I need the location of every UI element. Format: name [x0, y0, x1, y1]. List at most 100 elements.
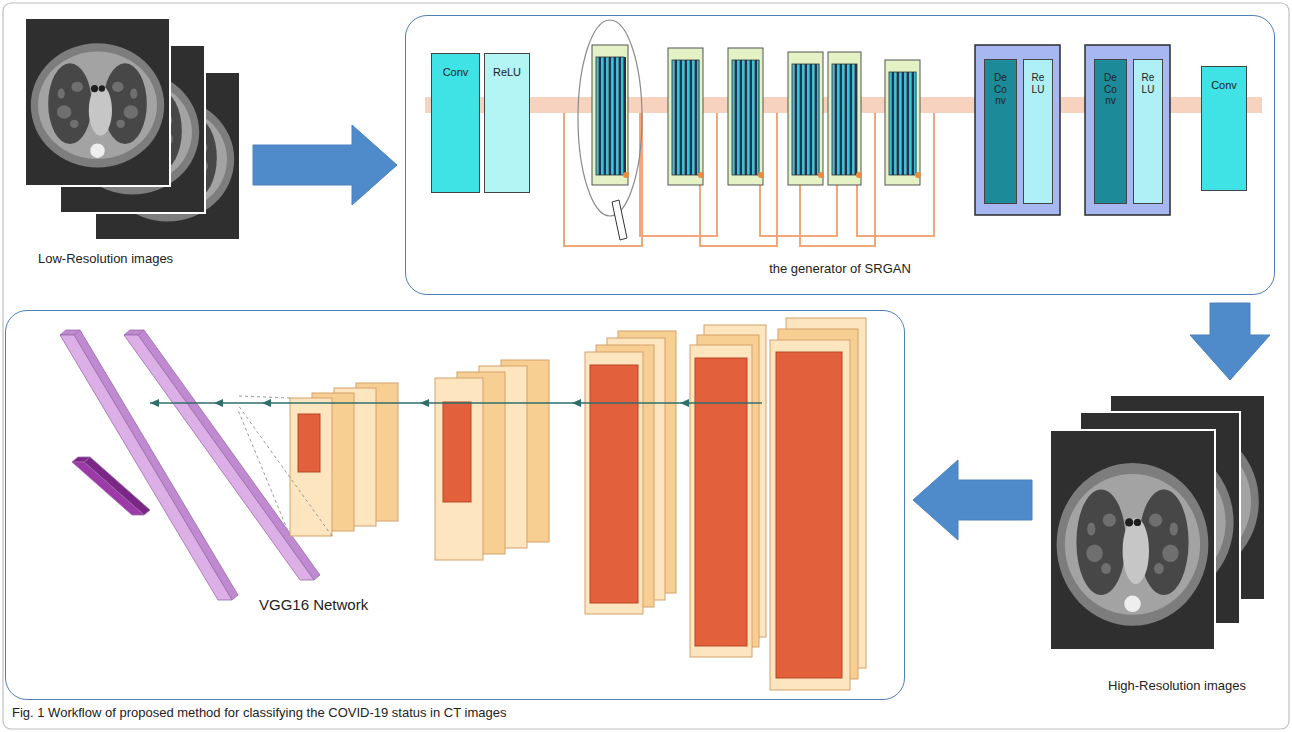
residual-stripe: [690, 60, 693, 175]
residual-stripe: [752, 60, 755, 175]
image-stack: Low-Resolution images: [20, 15, 245, 270]
figure-frame: [3, 3, 1289, 729]
residual-stripe: [837, 64, 840, 175]
ct-opacity: [1154, 563, 1164, 574]
residual-stripe: [737, 60, 740, 175]
residual-stripe: [747, 60, 750, 175]
projection-line: [238, 405, 332, 536]
residual-stripe: [840, 64, 843, 175]
residual-stripe: [912, 72, 915, 175]
residual-inner: [889, 72, 916, 175]
ct-opacity: [1087, 522, 1095, 535]
flow-arrowhead: [150, 399, 159, 407]
residual-stripe: [619, 57, 622, 175]
residual-stripe: [815, 64, 818, 175]
feature-map: [590, 365, 638, 603]
residual-block: [885, 60, 920, 185]
residual-block: [788, 52, 823, 185]
residual-stripe: [687, 60, 690, 175]
flow-arrowhead: [214, 399, 223, 407]
node-title: VGG16 Network: [259, 596, 368, 613]
residual-stripe: [740, 60, 743, 175]
residual-stripe: [677, 60, 680, 175]
residual-stripe: [695, 60, 698, 175]
residual-stripe: [835, 64, 838, 175]
ct-opacity: [1149, 514, 1162, 527]
conv-layer-box: Conv: [431, 53, 480, 193]
residual-dot: [758, 172, 764, 178]
residual-stripe: [800, 64, 803, 175]
ct-body: [31, 43, 164, 167]
residual-stripe: [807, 64, 810, 175]
flow-arrowhead: [680, 399, 689, 407]
dense-layer-side: [84, 457, 150, 515]
residual-stripe: [601, 57, 604, 175]
deconv-layer-box: De Co nv: [1094, 59, 1127, 204]
ct-opacity: [1101, 563, 1111, 574]
ct-trachea: [1134, 519, 1141, 526]
ct-trachea: [99, 85, 105, 91]
layer-label: De Co nv: [993, 60, 1009, 107]
residual-stripe: [902, 72, 905, 175]
ct-tissue: [1065, 474, 1200, 615]
network-panel: VGG16 Network: [5, 310, 905, 700]
conv-layer: [435, 378, 483, 560]
residual-inner: [732, 60, 759, 175]
conv-layer: [585, 352, 643, 614]
residual-inner: [672, 60, 699, 175]
residual-stripe: [812, 64, 815, 175]
relu-layer-box: Re LU: [1133, 59, 1163, 204]
relu-layer-box: ReLU: [484, 53, 530, 193]
residual-inner: [832, 64, 857, 175]
ct-lung: [48, 63, 92, 144]
residual-dot: [623, 172, 629, 178]
ct-trachea: [91, 85, 98, 92]
ct-slice: [25, 18, 170, 186]
node-title: the generator of SRGAN: [406, 262, 1274, 277]
ct-heart: [1123, 518, 1149, 584]
residual-stripe: [847, 64, 850, 175]
feature-map: [776, 352, 842, 678]
residual-dot: [856, 172, 862, 178]
deconv-layer-box: De Co nv: [984, 59, 1017, 204]
conv-layer-box: Conv: [1201, 66, 1247, 191]
residual-stripe: [675, 60, 678, 175]
feature-map: [443, 402, 471, 502]
block-arrow: [253, 125, 397, 205]
residual-stripe: [907, 72, 910, 175]
image-stack: High-Resolution images: [1040, 388, 1275, 708]
residual-dot: [915, 172, 921, 178]
layer-label: ReLU: [485, 54, 529, 79]
flow-arrowhead: [262, 399, 271, 407]
node-title: Low-Resolution images: [38, 252, 173, 267]
residual-stripe: [909, 72, 912, 175]
residual-stripe: [842, 64, 845, 175]
residual-stripe: [604, 57, 607, 175]
feature-map: [298, 414, 320, 472]
feature-map: [695, 358, 747, 646]
layer-label: De Co nv: [1103, 60, 1119, 107]
residual-stripe: [845, 64, 848, 175]
residual-stripe: [692, 60, 695, 175]
residual-stripe: [682, 60, 685, 175]
deconv-group: [1085, 45, 1170, 215]
conv-layer: [770, 340, 850, 690]
residual-stripe: [805, 64, 808, 175]
ct-opacity: [1170, 522, 1178, 535]
residual-inner: [596, 57, 624, 175]
block-arrow: [913, 460, 1032, 540]
residual-stripe: [797, 64, 800, 175]
dense-layer: [72, 462, 144, 515]
ct-tissue: [38, 52, 157, 160]
residual-stripe: [795, 64, 798, 175]
residual-block: [728, 48, 763, 185]
ct-body: [1057, 463, 1209, 626]
ct-lung: [1076, 489, 1126, 595]
residual-stripe: [850, 64, 853, 175]
layer-label: Conv: [432, 54, 479, 79]
flow-line: [150, 402, 762, 403]
layer-label: Conv: [1202, 67, 1246, 92]
residual-stripe: [621, 57, 624, 175]
residual-block: [592, 45, 628, 185]
layer-label: Re LU: [1030, 60, 1046, 95]
